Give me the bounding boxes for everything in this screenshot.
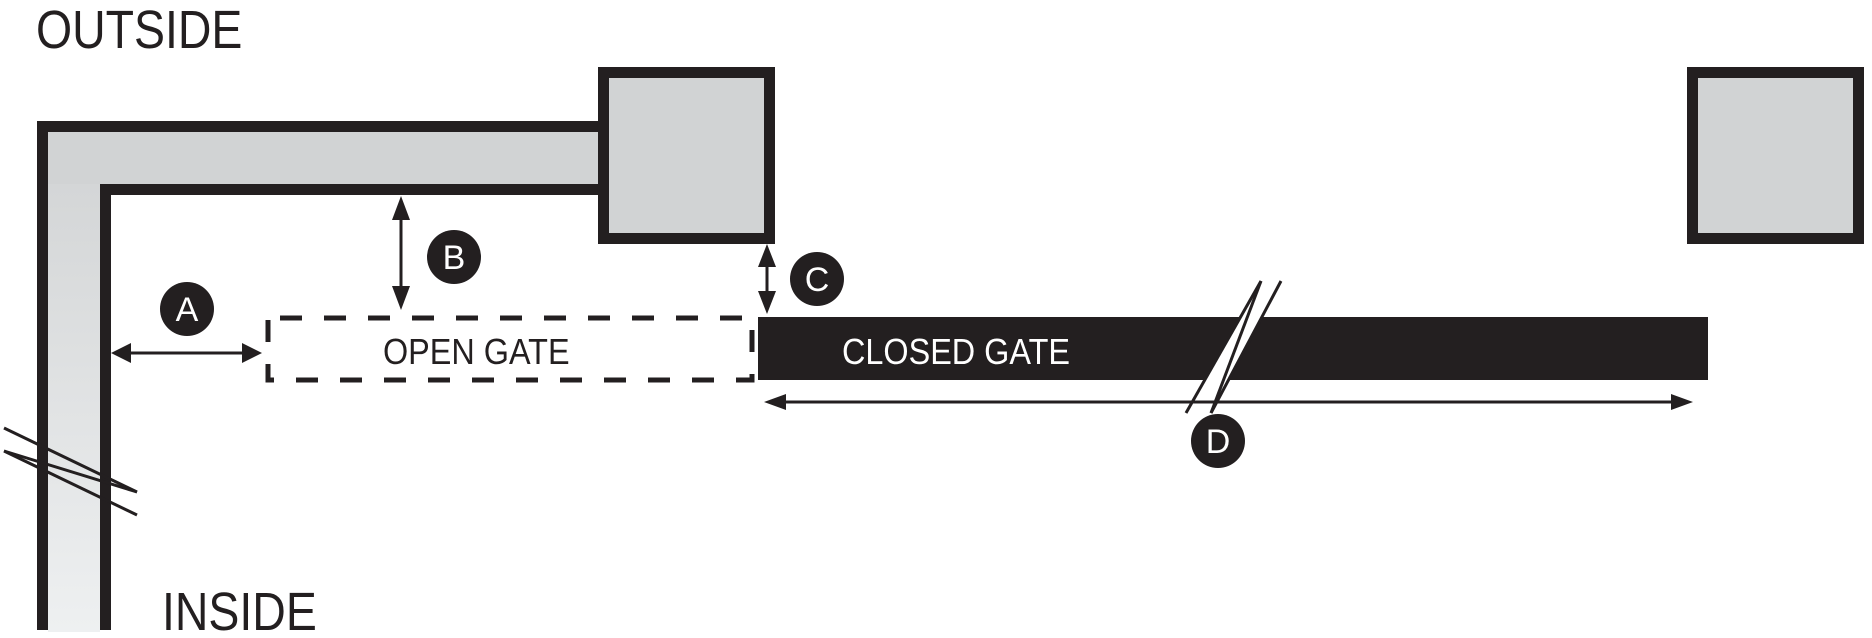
wall-outer-left-edge: [37, 121, 48, 630]
dimension-d-marker: D: [1191, 414, 1245, 468]
wall: [37, 121, 600, 632]
wall-vertical-fill: [48, 132, 100, 632]
wall-inner-top-edge: [100, 184, 600, 195]
dimension-c-label: C: [805, 261, 830, 299]
dimension-a-marker: A: [160, 282, 214, 336]
dimension-b-arrow: [392, 196, 410, 310]
right-post: [1687, 67, 1864, 244]
closed-gate-label: CLOSED GATE: [842, 332, 1070, 372]
outside-label: OUTSIDE: [36, 0, 242, 60]
dimension-b-marker: B: [427, 230, 481, 284]
dimension-c-arrow: [758, 244, 776, 314]
left-post: [598, 67, 775, 244]
wall-horizontal-fill: [48, 132, 600, 184]
wall-break-icon: [3, 426, 138, 517]
wall-inner-left-edge: [100, 184, 111, 630]
open-gate-label: OPEN GATE: [383, 332, 570, 372]
open-gate-outline: [265, 315, 755, 383]
inside-label: INSIDE: [162, 581, 317, 638]
dimension-a-arrow: [111, 343, 262, 363]
dimension-d-label: D: [1206, 423, 1231, 461]
gate-break-icon: [1184, 280, 1283, 414]
dimension-c-marker: C: [790, 252, 844, 306]
dimension-d-arrow: [764, 394, 1693, 410]
dimension-b-label: B: [443, 239, 466, 277]
open-gate: OPEN GATE: [265, 315, 755, 383]
wall-outer-top-edge: [37, 121, 600, 132]
dimension-a-label: A: [176, 291, 199, 329]
